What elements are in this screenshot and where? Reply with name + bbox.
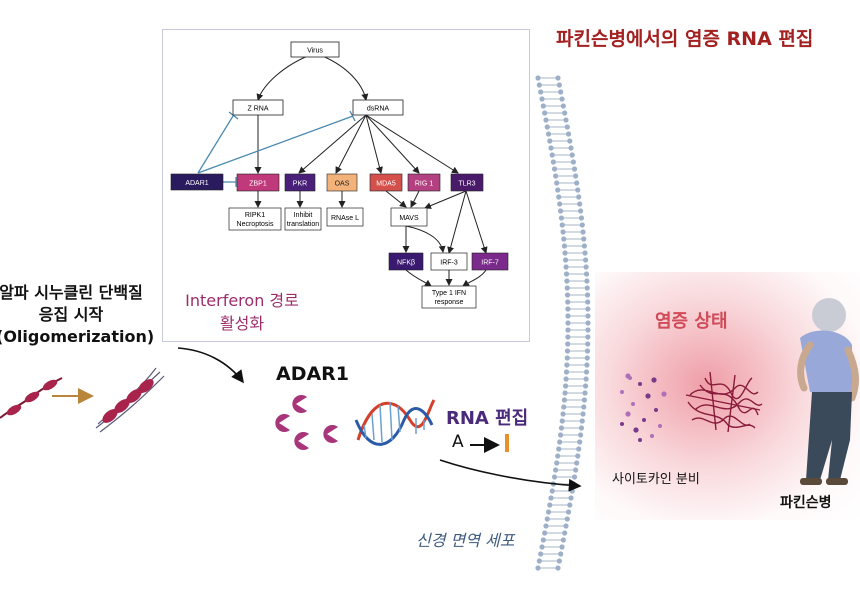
node-oas: OAS: [326, 173, 358, 192]
interferon-label: Interferon 경로 활성화: [172, 289, 312, 335]
adar-pacman-icons: [275, 395, 338, 450]
inosine-bar: [505, 434, 509, 452]
svg-text:PKR: PKR: [293, 181, 307, 188]
svg-text:translation: translation: [287, 221, 319, 228]
svg-text:IRF-3: IRF-3: [440, 260, 458, 267]
parkinson-patient-icon: [797, 298, 859, 485]
node-nfkb: NFKβ: [388, 252, 424, 271]
rna-helix-icon: [354, 399, 436, 446]
synuclein-oligomer-icon: [95, 367, 165, 433]
node-ripk1: RIPK1 Necroptosis: [228, 207, 282, 231]
svg-text:RIG 1: RIG 1: [415, 181, 433, 188]
neuro-immune-cell-label: 신경 면역 세포: [416, 531, 515, 550]
svg-text:OAS: OAS: [335, 181, 350, 188]
svg-text:RIPK1: RIPK1: [245, 212, 265, 219]
svg-text:MAVS: MAVS: [399, 215, 419, 222]
svg-text:dsRNA: dsRNA: [367, 106, 390, 113]
node-virus: Virus: [290, 41, 340, 58]
interferon-line-2: 활성화: [219, 314, 265, 333]
node-mda5: MDA5: [369, 173, 403, 192]
parkinson-label: 파킨슨병: [780, 495, 832, 511]
svg-text:Virus: Virus: [307, 48, 323, 55]
svg-text:ZBP1: ZBP1: [249, 181, 267, 188]
svg-text:NFKβ: NFKβ: [397, 260, 415, 267]
node-dsrna: dsRNA: [352, 99, 404, 116]
interferon-line-1: Interferon 경로: [185, 291, 299, 310]
pathway-panel: Virus Z RNA dsRNA ADAR1 ZBP1: [162, 29, 530, 342]
node-irf3: IRF-3: [430, 252, 468, 271]
caption-line-2: 응집 시작: [38, 305, 104, 324]
svg-text:TLR3: TLR3: [458, 181, 475, 188]
fibril-tangle-icon: [685, 371, 763, 433]
node-z-rna: Z RNA: [232, 99, 284, 116]
cytokine-label: 사이토카인 분비: [612, 472, 700, 487]
node-inhibit-translation: Inhibit translation: [284, 207, 322, 231]
oligomerization-caption: 알파 시누클린 단백질 응집 시작 (Oligomerization): [0, 282, 155, 348]
svg-text:RNAse L: RNAse L: [331, 215, 359, 222]
adar1-label: ADAR1: [276, 363, 350, 385]
node-rnase-l: RNAse L: [326, 207, 364, 227]
synuclein-monomer-icon: [0, 377, 63, 419]
caption-line-1: 알파 시누클린 단백질: [0, 283, 143, 302]
inhibition-lines: [197, 110, 356, 187]
svg-text:MDA5: MDA5: [376, 181, 396, 188]
node-irf7: IRF-7: [471, 252, 509, 271]
svg-text:Type 1 IFN: Type 1 IFN: [432, 290, 466, 297]
node-pkr: PKR: [284, 173, 316, 192]
adenosine-letter: A: [452, 432, 464, 452]
svg-text:response: response: [435, 299, 464, 306]
rna-editing-label: RNA 편집: [446, 408, 529, 429]
svg-text:Necroptosis: Necroptosis: [237, 221, 274, 228]
cell-membrane: [535, 75, 591, 571]
node-adar1: ADAR1: [170, 173, 224, 191]
node-rig1: RIG 1: [407, 173, 441, 192]
pathway-diagram: Virus Z RNA dsRNA ADAR1 ZBP1: [170, 41, 509, 309]
node-tlr3: TLR3: [450, 173, 484, 192]
svg-text:Z RNA: Z RNA: [248, 106, 269, 113]
caption-line-3: (Oligomerization): [0, 327, 155, 346]
secretion-arrow: [439, 459, 582, 492]
svg-text:ADAR1: ADAR1: [185, 180, 208, 187]
node-mavs: MAVS: [390, 207, 428, 227]
node-zbp1: ZBP1: [236, 173, 280, 192]
svg-text:Inhibit: Inhibit: [294, 212, 313, 219]
svg-text:IRF-7: IRF-7: [481, 260, 499, 267]
node-type1-ifn: Type 1 IFN response: [421, 285, 477, 309]
adar-activation-arrow: [177, 347, 244, 384]
cytokine-dots: [620, 373, 667, 442]
pathway-arrows: [254, 52, 488, 287]
figure-title: 파킨슨병에서의 염증 RNA 편집: [556, 28, 814, 50]
inflammation-label: 염증 상태: [655, 311, 728, 332]
